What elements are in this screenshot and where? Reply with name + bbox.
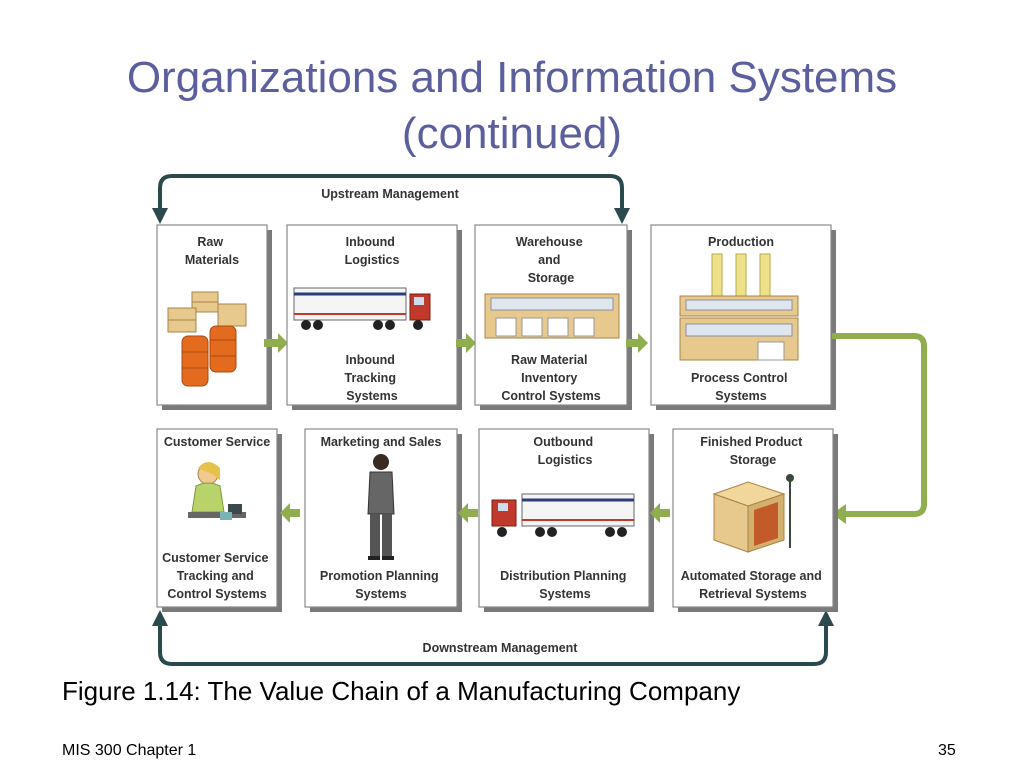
box-label: Control Systems — [501, 389, 600, 403]
box-production: Production Process Control Systems — [650, 224, 836, 410]
svg-text:Customer Service Trackin: Customer Service Tracking and Control Sy… — [162, 551, 272, 601]
svg-text:Process Control Systems: Process Control Systems — [691, 371, 791, 403]
page-number: 35 — [938, 742, 956, 759]
flow-arrow — [458, 503, 478, 523]
box-label: Distribution Planning — [500, 569, 626, 583]
downstream-management-arrow: Downstream Management — [152, 610, 834, 666]
flow-arrow-head — [832, 504, 846, 524]
flow-arrow-connector — [832, 333, 927, 517]
box-label: Marketing and Sales — [321, 435, 442, 449]
svg-text:Customer Service: Customer Service — [164, 435, 270, 449]
svg-text:Inbound Logistics: Inbound Logistics — [345, 235, 400, 267]
svg-text:Raw Material Inventory: Raw Material Inventory Control Systems — [501, 353, 600, 403]
box-label: Systems — [715, 389, 766, 403]
title-line-2: (continued) — [401, 109, 623, 158]
box-label: Raw Material — [511, 353, 587, 367]
slide-title: Organizations and Information Systems (c… — [0, 50, 1024, 162]
flow-arrow — [280, 503, 300, 523]
box-outbound-logistics: Outbound Logistics Distribution Planning… — [478, 428, 654, 612]
box-label: Inbound — [346, 235, 395, 249]
box-warehouse-storage: Warehouse and Storage Raw Material Inven… — [474, 224, 632, 410]
flow-arrow — [626, 333, 648, 353]
box-label: Customer Service — [162, 551, 268, 565]
box-label: Automated Storage and — [681, 569, 822, 583]
svg-text:Warehouse and Stor: Warehouse and Storage — [516, 235, 586, 285]
box-label: Storage — [528, 271, 575, 285]
box-label: and — [538, 253, 560, 267]
box-label: Process Control — [691, 371, 788, 385]
box-label: Inbound — [346, 353, 395, 367]
crates-icon — [167, 291, 247, 333]
box-customer-service: Customer Service Customer Service Tracki… — [156, 428, 282, 612]
box-label: Logistics — [538, 453, 593, 467]
box-label: Systems — [346, 389, 397, 403]
flow-arrow — [650, 503, 670, 523]
svg-text:Raw Materials: Raw Materials — [185, 235, 239, 267]
box-label: Inventory — [521, 371, 577, 385]
factory-icon — [679, 253, 799, 361]
salesperson-icon — [367, 454, 395, 560]
svg-text:Marketing and Sales: Marketing and Sales — [321, 435, 442, 449]
box-finished-product-storage: Finished Product Storage Automated Stora… — [672, 428, 838, 612]
upstream-management-arrow: Upstream Management — [152, 174, 630, 224]
svg-text:Promotion Planning Syste: Promotion Planning Systems — [320, 569, 442, 601]
svg-text:Production: Production — [708, 235, 774, 249]
box-label: Logistics — [345, 253, 400, 267]
customer-service-agent-icon — [188, 462, 246, 520]
box-label: Materials — [185, 253, 239, 267]
warehouse-icon — [484, 293, 620, 339]
svg-text:Finished Product Storage: Finished Product Storage — [700, 435, 806, 467]
svg-text:Outbound Logistics: Outbound Logistics — [533, 435, 596, 467]
figure-caption: Figure 1.14: The Value Chain of a Manufa… — [62, 676, 741, 706]
box-raw-materials: Raw Materials — [156, 224, 272, 410]
truck-icon — [491, 493, 635, 537]
box-label: Tracking and — [177, 569, 254, 583]
box-label: Warehouse — [516, 235, 583, 249]
box-label: Tracking — [345, 371, 396, 385]
box-label: Finished Product — [700, 435, 803, 449]
svg-text:Automated Storage and Re: Automated Storage and Retrieval Systems — [681, 569, 825, 601]
box-label: Systems — [355, 587, 406, 601]
box-inbound-logistics: Inbound Logistics Inbound Tracking Syste… — [286, 224, 462, 410]
footer-course: MIS 300 Chapter 1 — [62, 742, 197, 759]
box-label: Production — [708, 235, 774, 249]
box-marketing-sales: Marketing and Sales Promotion Planning S… — [304, 428, 462, 612]
flow-arrow — [264, 333, 288, 353]
upstream-management-label: Upstream Management — [321, 187, 459, 201]
svg-text:Distribution Planning Sy: Distribution Planning Systems — [500, 569, 630, 601]
box-label: Customer Service — [164, 435, 270, 449]
box-label: Raw — [197, 235, 223, 249]
value-chain-diagram: Upstream Management Downstream Managemen… — [152, 174, 927, 666]
downstream-management-label: Downstream Management — [423, 641, 579, 655]
box-label: Retrieval Systems — [699, 587, 807, 601]
box-label: Systems — [539, 587, 590, 601]
storage-unit-icon — [712, 474, 794, 553]
title-line-1: Organizations and Information Systems — [126, 53, 898, 102]
box-label: Storage — [730, 453, 777, 467]
barrels-icon — [181, 325, 237, 387]
box-label: Promotion Planning — [320, 569, 439, 583]
flow-arrow — [456, 333, 476, 353]
box-label: Outbound — [533, 435, 593, 449]
box-label: Control Systems — [167, 587, 266, 601]
svg-text:Inbound Tracking S: Inbound Tracking Systems — [345, 353, 400, 403]
truck-icon — [293, 287, 431, 330]
